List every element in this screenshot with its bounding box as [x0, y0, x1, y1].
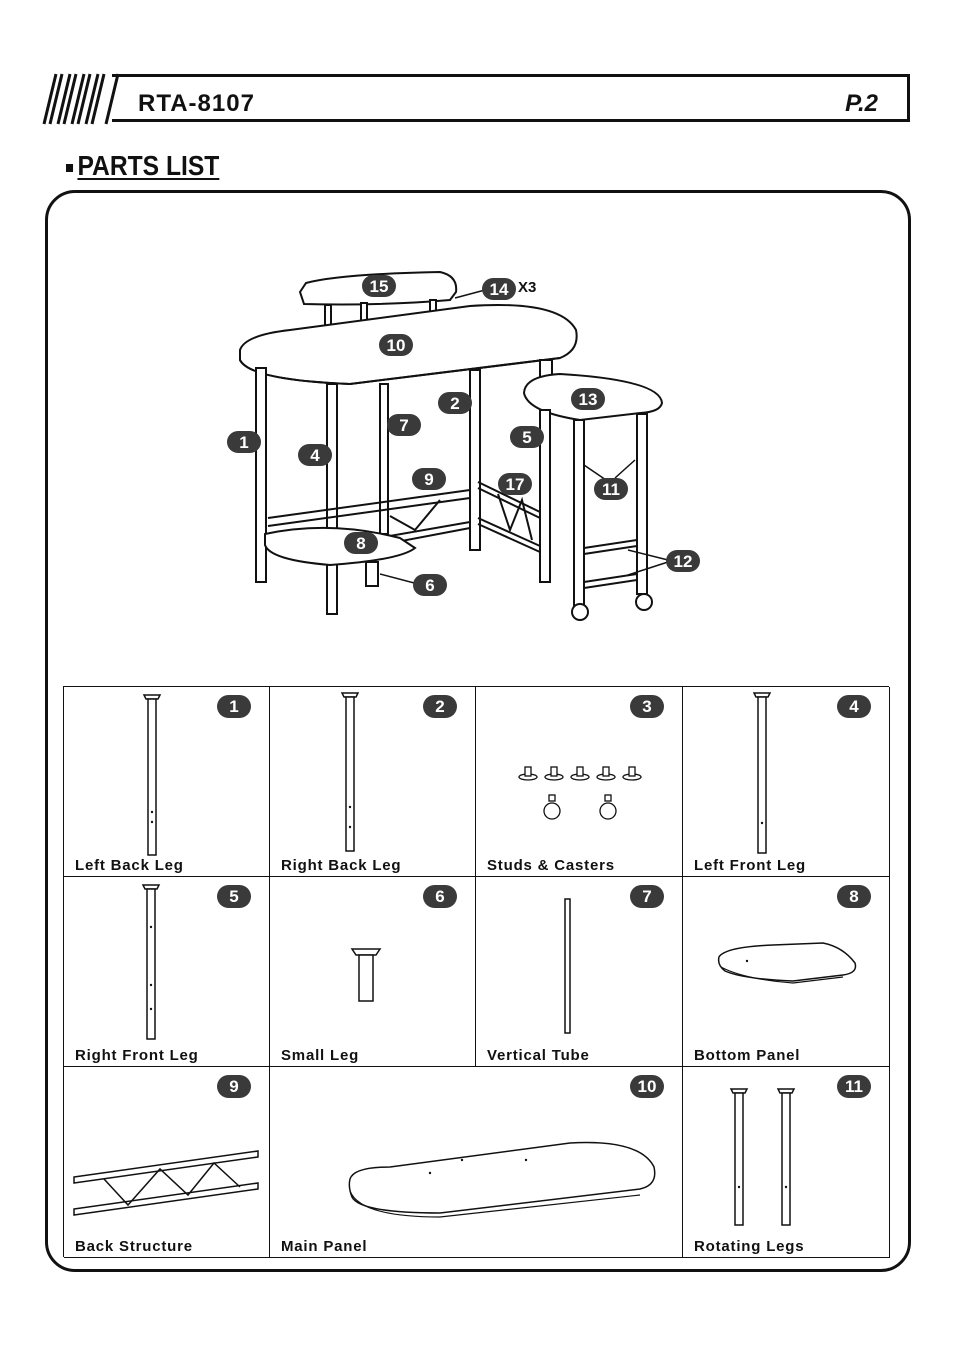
svg-text:10: 10	[387, 336, 406, 355]
right-back-leg-illustration	[340, 692, 360, 852]
callout-14: 14	[482, 278, 516, 300]
part-number-badge: 4	[837, 695, 871, 718]
svg-text:4: 4	[310, 446, 320, 465]
part-label: Main Panel	[281, 1238, 368, 1255]
page-header: RTA-8107 P.2	[42, 72, 912, 126]
callout-14-multiplier: X3	[518, 279, 536, 296]
part-cell-6: 6 Small Leg	[270, 877, 476, 1067]
part-label: Bottom Panel	[694, 1047, 801, 1064]
model-number: RTA-8107	[138, 90, 255, 117]
part-number-badge: 6	[423, 885, 457, 908]
left-front-leg-illustration	[752, 692, 772, 854]
part-cell-3: 3 Studs & Casters	[476, 687, 683, 877]
part-label: Right Back Leg	[281, 857, 402, 874]
part-number-badge: 3	[630, 695, 664, 718]
right-front-leg-illustration	[141, 884, 161, 1040]
part-cell-11: 11 Rotating Legs	[683, 1067, 890, 1258]
vertical-tube-illustration	[564, 898, 571, 1034]
part-label: Left Front Leg	[694, 857, 807, 874]
content-frame	[45, 190, 911, 1272]
left-back-leg-illustration	[142, 694, 162, 856]
section-title: PARTS LIST	[66, 150, 219, 182]
svg-text:15: 15	[370, 277, 389, 296]
part-label: Right Front Leg	[75, 1047, 199, 1064]
small-leg-illustration	[350, 948, 382, 1002]
part-number-badge: 10	[630, 1075, 664, 1098]
part-label: Studs & Casters	[487, 857, 615, 874]
callout-6: 6	[413, 574, 447, 596]
callout-2: 2	[438, 392, 472, 414]
part-label: Rotating Legs	[694, 1238, 805, 1255]
svg-text:1: 1	[239, 433, 248, 452]
part-label: Back Structure	[75, 1238, 193, 1255]
svg-text:11: 11	[602, 480, 620, 499]
callout-8: 8	[344, 532, 378, 554]
part-cell-1: 1 Left Back Leg	[64, 687, 270, 877]
callout-11: 11	[594, 478, 628, 500]
part-cell-2: 2 Right Back Leg	[270, 687, 476, 877]
part-number-badge: 8	[837, 885, 871, 908]
part-cell-8: 8 Bottom Panel	[683, 877, 890, 1067]
svg-text:8: 8	[356, 534, 365, 553]
main-panel-illustration	[348, 1141, 656, 1218]
callout-7: 7	[387, 414, 421, 436]
svg-text:7: 7	[399, 416, 408, 435]
rotating-legs-illustration	[729, 1088, 796, 1226]
callout-5: 5	[510, 426, 544, 448]
callout-15: 15	[362, 275, 396, 297]
assembly-diagram: 15 14 X3 10 2 13 1 4 7 5 9 17 11 8 6 12	[227, 270, 700, 621]
studs-casters-illustration	[518, 766, 642, 820]
bottom-panel-illustration	[717, 942, 857, 984]
part-cell-5: 5 Right Front Leg	[64, 877, 270, 1067]
part-cell-7: 7 Vertical Tube	[476, 877, 683, 1067]
header-box	[112, 74, 910, 122]
part-cell-4: 4 Left Front Leg	[683, 687, 890, 877]
part-number-badge: 7	[630, 885, 664, 908]
svg-text:9: 9	[424, 470, 433, 489]
part-number-badge: 1	[217, 695, 251, 718]
svg-text:2: 2	[450, 394, 459, 413]
part-number-badge: 11	[837, 1075, 871, 1098]
callout-12: 12	[666, 550, 700, 572]
callout-1: 1	[227, 431, 261, 453]
back-structure-illustration	[73, 1150, 259, 1216]
part-label: Vertical Tube	[487, 1047, 590, 1064]
callout-10: 10	[379, 334, 413, 356]
callout-9: 9	[412, 468, 446, 490]
svg-text:5: 5	[522, 428, 531, 447]
diagram-callouts: 15 14 X3 10 2 13 1 4 7 5 9 17 11 8 6 12	[227, 275, 700, 596]
page-number: P.2	[845, 90, 878, 117]
callout-13: 13	[571, 388, 605, 410]
svg-text:12: 12	[674, 552, 693, 571]
svg-text:14: 14	[490, 280, 509, 299]
callout-4: 4	[298, 444, 332, 466]
part-cell-10: 10 Main Panel	[270, 1067, 683, 1258]
part-number-badge: 2	[423, 695, 457, 718]
svg-text:13: 13	[579, 390, 598, 409]
part-number-badge: 5	[217, 885, 251, 908]
part-label: Left Back Leg	[75, 857, 184, 874]
parts-grid: 1 Left Back Leg 2 Right Back Leg 3 Studs…	[63, 686, 890, 1258]
part-cell-9: 9 Back Structure	[64, 1067, 270, 1258]
part-number-badge: 9	[217, 1075, 251, 1098]
callout-17: 17	[498, 473, 532, 495]
svg-text:17: 17	[506, 475, 525, 494]
part-label: Small Leg	[281, 1047, 360, 1064]
header-stripes-decoration	[42, 73, 120, 125]
svg-text:6: 6	[425, 576, 434, 595]
